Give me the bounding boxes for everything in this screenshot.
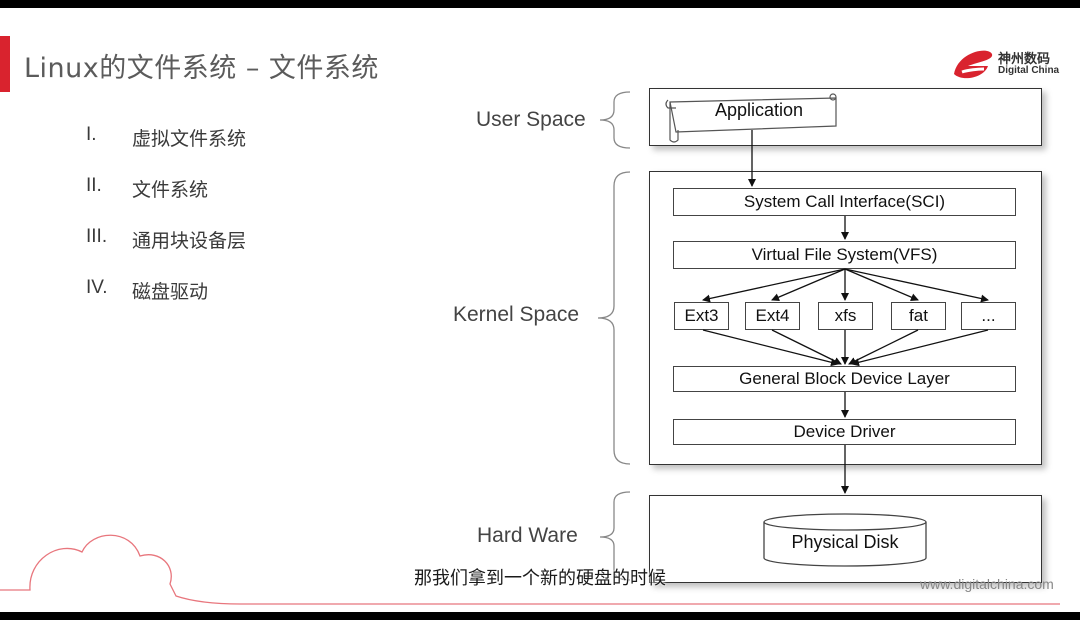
kernel-space-label: Kernel Space xyxy=(453,303,580,326)
block-device-layer: General Block Device Layer xyxy=(673,366,1016,392)
slide-title: Linux的文件系统 – 文件系统 xyxy=(24,53,379,84)
outline-number: II. xyxy=(86,175,102,196)
fs-fat-box: fat xyxy=(891,302,946,330)
user-space-label: User Space xyxy=(476,108,586,131)
physical-disk-cylinder-icon xyxy=(763,513,927,567)
kernel-space-brace xyxy=(597,171,631,465)
flow-arrows xyxy=(702,130,989,494)
title-accent-bar xyxy=(0,36,10,92)
vfs-layer: Virtual File System(VFS) xyxy=(673,241,1016,269)
video-subtitle: 那我们拿到一个新的硬盘的时候 xyxy=(414,568,666,589)
fs-xfs-box: xfs xyxy=(818,302,873,330)
website-url: www.digitalchina.com xyxy=(920,576,1054,592)
outline-number: III. xyxy=(86,226,108,247)
user-space-brace xyxy=(599,91,631,149)
physical-disk-label: Physical Disk xyxy=(791,532,899,552)
user-space-box xyxy=(649,88,1042,146)
fs-ext3-box: Ext3 xyxy=(674,302,729,330)
digital-china-logo: 神州数码 Digital China xyxy=(948,44,1064,84)
outline-number: IV. xyxy=(86,277,108,298)
cloud-decoration xyxy=(0,534,1060,605)
logo-mark-icon xyxy=(954,50,993,79)
hardware-label: Hard Ware xyxy=(477,524,578,547)
sci-layer: System Call Interface(SCI) xyxy=(673,188,1016,216)
hardware-brace xyxy=(599,491,631,581)
application-label: Application xyxy=(714,100,804,120)
outline-text: 虚拟文件系统 xyxy=(132,128,247,150)
outline-number: I. xyxy=(86,124,97,145)
outline-text: 通用块设备层 xyxy=(132,230,247,252)
fs-other-box: ... xyxy=(961,302,1016,330)
outline-text: 磁盘驱动 xyxy=(132,281,209,303)
outline-text: 文件系统 xyxy=(132,179,209,201)
fs-ext4-box: Ext4 xyxy=(745,302,800,330)
application-scroll-icon xyxy=(665,93,837,143)
logo-en-text: Digital China xyxy=(998,65,1060,76)
device-driver-layer: Device Driver xyxy=(673,419,1016,445)
logo-cn-text: 神州数码 xyxy=(998,52,1051,67)
